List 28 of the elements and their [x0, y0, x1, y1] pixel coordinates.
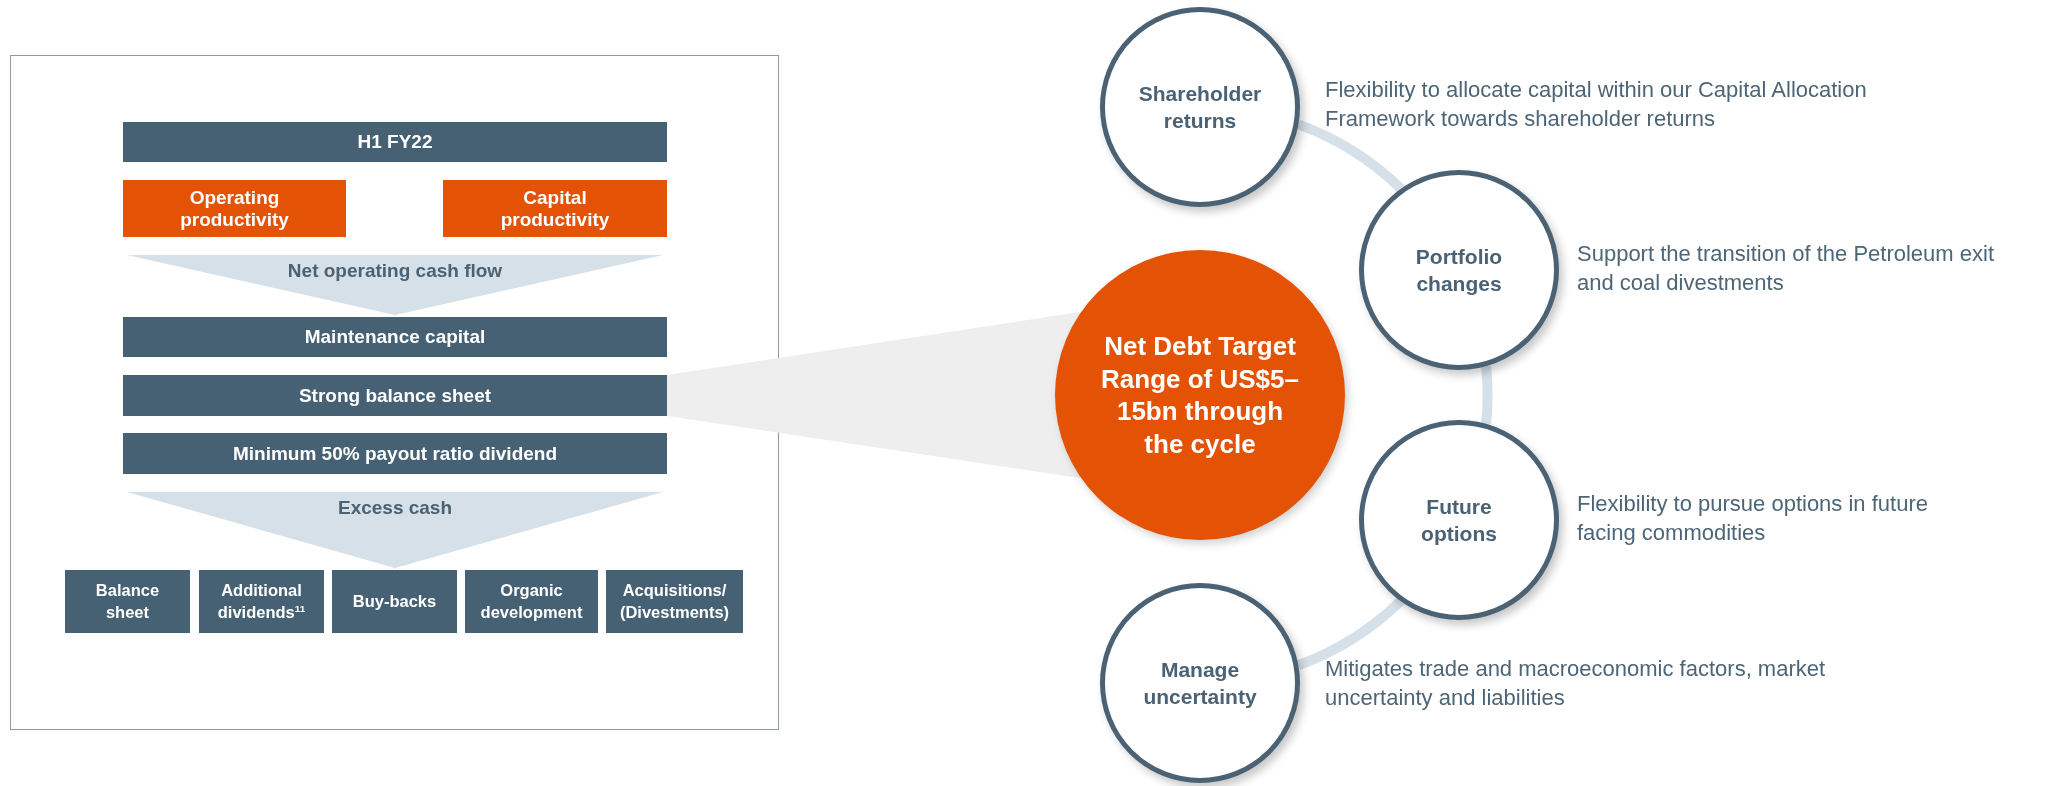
allocation-box: Additional dividends$^{11}$: [199, 570, 324, 633]
connector-arc: [1296, 119, 1405, 193]
process-bar: Maintenance capital: [123, 317, 667, 357]
description-text: Flexibility to pursue options in future facing commodities: [1577, 490, 1929, 547]
process-bar: Strong balance sheet: [123, 375, 667, 416]
process-bar: Minimum 50% payout ratio dividend: [123, 433, 667, 474]
topic-circle: Future options: [1359, 420, 1559, 620]
topic-circle: Shareholder returns: [1100, 7, 1300, 207]
description-text: Mitigates trade and macroeconomic factors, market uncertainty and liabilities: [1325, 655, 1827, 712]
productivity-box: Operating productivity: [123, 180, 346, 237]
connector-arc: [1296, 597, 1404, 670]
allocation-box: Buy-backs: [332, 570, 457, 633]
allocation-box: Organic development: [465, 570, 598, 633]
topic-circle: Manage uncertainty: [1100, 583, 1300, 783]
topic-circle: Portfolio changes: [1359, 170, 1559, 370]
edge-label: Net operating cash flow: [287, 260, 503, 282]
productivity-box: Capital productivity: [443, 180, 667, 237]
allocation-box: Balance sheet: [65, 570, 190, 633]
process-bar: H1 FY22: [123, 122, 667, 162]
connector-arc: [1481, 365, 1493, 425]
target-circle: Net Debt Target Range of US$5–15bn through the cycle: [1055, 250, 1345, 540]
description-text: Flexibility to allocate capital within our Capital Allocation Framework towards shareholder returns: [1325, 76, 1868, 133]
callout-wedge: [667, 311, 1082, 479]
flow-chevron: [127, 255, 663, 317]
allocation-box: Acquisitions/ (Divestments): [606, 570, 743, 633]
edge-label: Excess cash: [337, 497, 453, 519]
flow-chevron: [127, 492, 663, 570]
description-text: Support the transition of the Petroleum exit and coal divestments: [1577, 240, 1995, 297]
